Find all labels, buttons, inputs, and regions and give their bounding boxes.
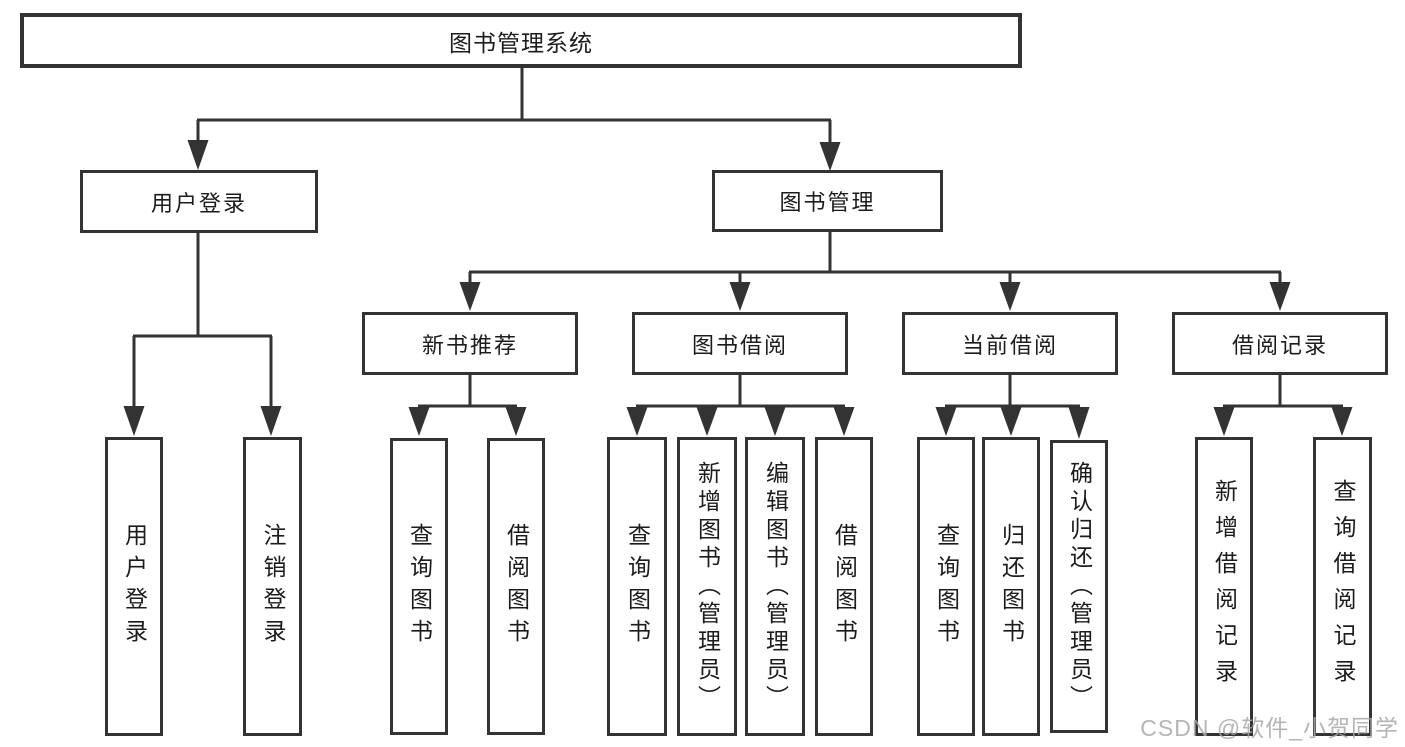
leaf-borrow-books: 借阅图书 bbox=[487, 438, 545, 735]
leaf-add-borrow-record: 新增借阅记录 bbox=[1195, 437, 1253, 736]
arrow-down-icon bbox=[626, 407, 648, 436]
leaf-query-books-2: 查询图书 bbox=[607, 437, 667, 736]
node-user-login: 用户登录 bbox=[80, 170, 318, 233]
node-library-management-system: 图书管理系统 bbox=[20, 13, 1022, 68]
arrow-down-icon bbox=[935, 407, 957, 436]
connector-line bbox=[636, 374, 845, 408]
arrow-down-icon bbox=[833, 407, 855, 436]
connector-user-login-to-leaves bbox=[123, 233, 282, 436]
arrow-down-icon bbox=[1213, 407, 1235, 436]
connector-root-to-level2 bbox=[187, 68, 841, 171]
node-borrowing-records: 借阅记录 bbox=[1172, 312, 1388, 375]
leaf-user-login: 用户登录 bbox=[105, 437, 163, 736]
leaf-edit-book-admin: 编辑图书（管理员） bbox=[745, 437, 805, 736]
connector-book-management-to-level3 bbox=[459, 231, 1291, 311]
arrow-down-icon bbox=[260, 406, 282, 436]
connector-book-borrowing-to-leaves bbox=[626, 374, 855, 436]
connector-line bbox=[418, 374, 517, 408]
arrow-down-icon bbox=[123, 406, 145, 436]
leaf-add-book-admin: 新增图书（管理员） bbox=[677, 437, 737, 736]
arrow-down-icon bbox=[1269, 282, 1291, 311]
connector-line bbox=[1223, 374, 1343, 408]
arrow-down-icon bbox=[729, 282, 751, 311]
leaf-confirm-return-admin: 确认归还（管理员） bbox=[1050, 440, 1108, 733]
csdn-watermark: CSDN @软件_小贺同学 bbox=[1140, 715, 1399, 741]
node-current-borrowing: 当前借阅 bbox=[902, 312, 1118, 375]
connector-line bbox=[132, 233, 273, 408]
leaf-query-books: 查询图书 bbox=[390, 438, 448, 735]
connector-current-borrowing-to-leaves bbox=[935, 374, 1090, 439]
node-book-management: 图书管理 bbox=[712, 170, 943, 232]
connector-new-book-recommendation-to-leaves bbox=[408, 374, 527, 436]
arrow-down-icon bbox=[819, 142, 841, 171]
connector-borrowing-records-to-leaves bbox=[1213, 374, 1353, 436]
arrow-down-icon bbox=[408, 407, 430, 436]
arrow-down-icon bbox=[1331, 407, 1353, 436]
leaf-query-books-3: 查询图书 bbox=[917, 437, 975, 736]
arrow-down-icon bbox=[1000, 407, 1022, 436]
leaf-logout: 注销登录 bbox=[243, 437, 302, 736]
leaf-borrow-books-2: 借阅图书 bbox=[815, 437, 873, 736]
arrow-down-icon bbox=[187, 140, 209, 170]
connector-line bbox=[468, 231, 1282, 284]
arrow-down-icon bbox=[459, 282, 481, 311]
arrow-down-icon bbox=[999, 282, 1021, 311]
leaf-return-books: 归还图书 bbox=[982, 437, 1040, 736]
node-book-borrowing: 图书借阅 bbox=[632, 312, 848, 375]
arrow-down-icon bbox=[764, 407, 786, 436]
arrow-down-icon bbox=[505, 407, 527, 436]
node-new-book-recommendation: 新书推荐 bbox=[362, 312, 578, 375]
connector-line bbox=[196, 68, 832, 144]
leaf-query-borrow-record: 查询借阅记录 bbox=[1313, 437, 1372, 736]
connector-line bbox=[945, 374, 1080, 408]
arrow-down-icon bbox=[1068, 407, 1090, 439]
arrow-down-icon bbox=[696, 407, 718, 436]
